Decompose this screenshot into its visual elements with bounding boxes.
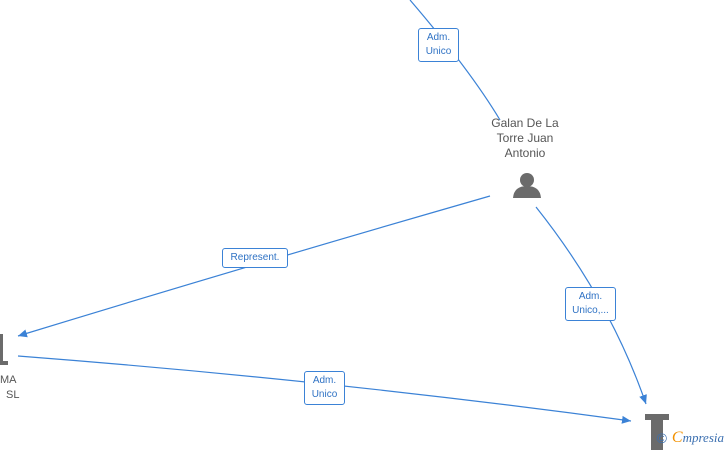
person-name-line: Galan De La	[491, 116, 559, 130]
company-bottom-icon[interactable]	[645, 414, 669, 450]
copyright-icon: ©	[656, 430, 667, 446]
person-name-line: Torre Juan	[496, 131, 554, 145]
edge-top	[409, 0, 501, 121]
edge-label-line: Adm.	[578, 291, 603, 302]
empresia-logo: © Cmpresia	[657, 429, 724, 447]
edge-label-top[interactable]: Adm. Unico	[418, 28, 459, 62]
edge-label-line: Unico,...	[572, 305, 609, 316]
person-name-line: Antonio	[504, 146, 546, 160]
brand-wordmark: Cmpresia	[672, 429, 724, 447]
brand-e: C	[671, 429, 683, 446]
edge-label-left-bottom[interactable]: Adm. Unico	[304, 371, 345, 405]
company-left-icon[interactable]	[0, 334, 8, 365]
edge-label-person-bottom[interactable]: Adm. Unico,...	[565, 287, 616, 321]
edge-label-line: Unico	[425, 46, 452, 57]
person-name[interactable]: Galan De La Torre Juan Antonio	[480, 116, 570, 161]
edge-label-line: Adm.	[426, 32, 451, 43]
edge-label-represent[interactable]: Represent.	[222, 248, 288, 268]
edge-label-line: Represent.	[230, 252, 280, 263]
brand-name: mpresia	[682, 430, 724, 445]
person-icon[interactable]	[513, 173, 541, 198]
company-left-name-line-2[interactable]: SL	[6, 389, 20, 401]
edge-label-line: Adm.	[312, 375, 337, 386]
edge-label-line: Unico	[311, 389, 338, 400]
company-left-name-line-1[interactable]: MA	[0, 374, 17, 386]
